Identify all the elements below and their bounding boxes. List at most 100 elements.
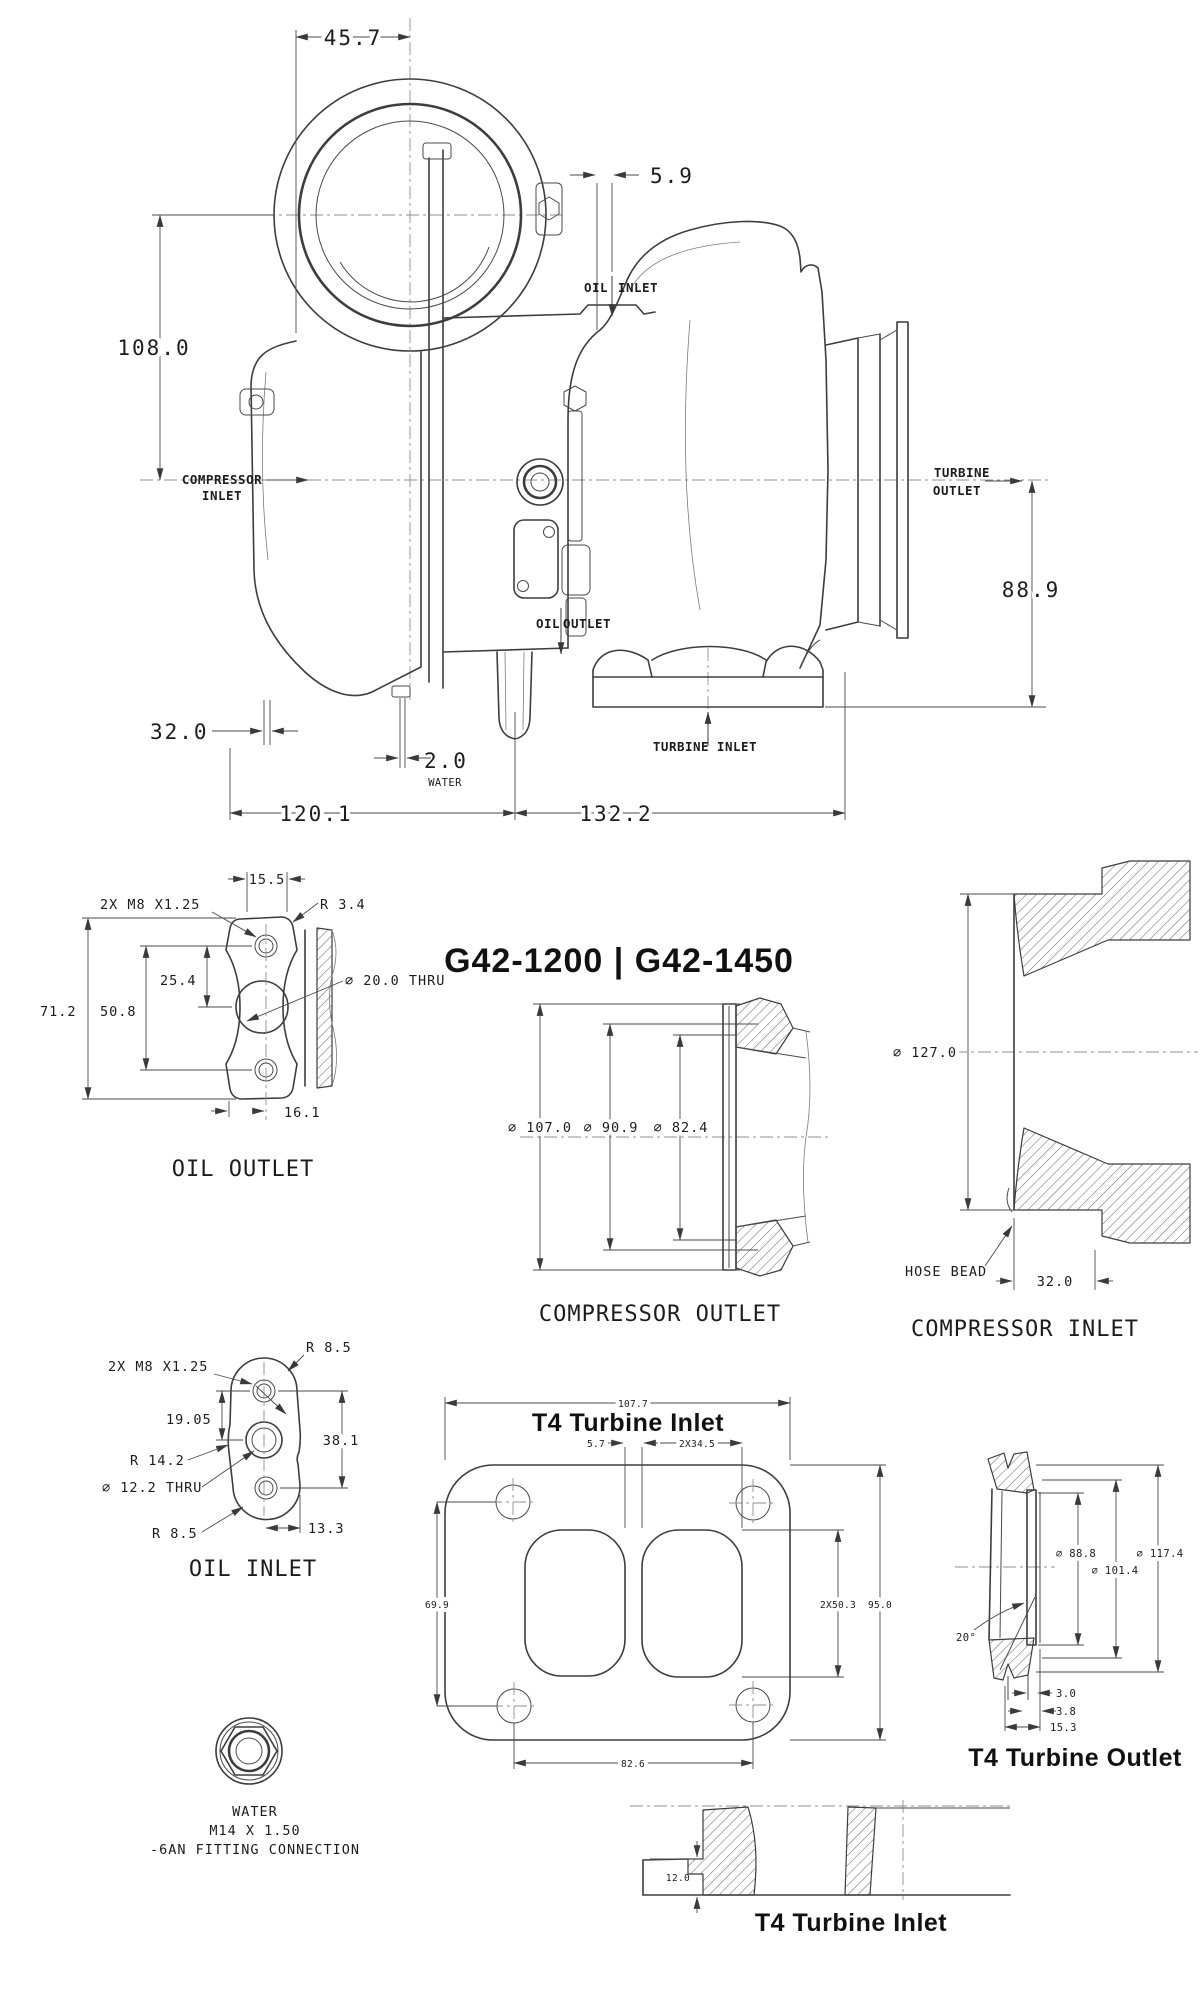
dim-2-0: 2.0 <box>424 749 468 773</box>
dim-t4o-id: ⌀ 88.8 <box>1038 1492 1100 1646</box>
dim-50-8: 50.8 <box>100 1004 137 1020</box>
dim-oi-thread: 2X M8 X1.25 <box>108 1359 208 1375</box>
oil-outlet-callout: OIL OUTLET <box>536 608 611 655</box>
dim-t4o-angle: 20° <box>956 1602 1025 1644</box>
center-housing <box>442 304 656 740</box>
dim-82-4: ⌀ 82.4 <box>654 1120 709 1136</box>
dim-107-7: 107.7 <box>618 1399 648 1410</box>
oil-outlet-view-title: OIL OUTLET <box>172 1157 314 1182</box>
compressor-housing <box>239 78 563 698</box>
comp-inlet-label-2: INLET <box>202 488 242 503</box>
dim-ci-32-0: 32.0 <box>1037 1274 1074 1290</box>
water-note: WATER <box>428 777 462 789</box>
dim-12-2-thru: ⌀ 12.2 THRU <box>102 1480 202 1496</box>
centerlines <box>140 18 1048 714</box>
hose-bead-label: HOSE BEAD <box>905 1264 987 1280</box>
dim-t4o-pilot: ⌀ 101.4 <box>1042 1479 1142 1659</box>
dim-71-2: 71.2 <box>40 1004 77 1020</box>
dim-width-top: 45.7 <box>295 22 411 333</box>
dim-120-1: 120.1 <box>279 802 352 826</box>
oil-inlet-view-title: OIL INLET <box>189 1557 317 1582</box>
turbine-inlet-label-2: INLET <box>717 739 757 754</box>
compressor-outlet-view-title: COMPRESSOR OUTLET <box>539 1302 781 1327</box>
dim-comp-inlet-height: 108.0 <box>113 214 274 481</box>
dim-lengths: 120.1 132.2 <box>229 672 846 830</box>
dim-oi-upper-spacing: 19.05 <box>166 1390 250 1441</box>
oil-inlet-label-2: INLET <box>618 280 658 295</box>
dim-t4i-bolt-horizontal: 82.6 <box>513 1722 754 1774</box>
callout-oi-bore: ⌀ 12.2 THRU <box>102 1450 255 1496</box>
compressor-outlet-view: ⌀ 107.0 ⌀ 90.9 ⌀ 82.4 COMPRESSOR OUTLET <box>504 997 830 1327</box>
dim-ci-od: ⌀ 127.0 <box>889 893 1020 1211</box>
t4-outlet-view-title: T4 Turbine Outlet <box>968 1744 1182 1772</box>
comp-inlet-label-1: COMPRESSOR <box>182 472 262 487</box>
dim-t4o-lips: 3.0 3.8 15.3 <box>1004 1649 1077 1734</box>
dim-t4i-bolt-vertical: 69.9 <box>421 1501 497 1707</box>
dim-oo-bolt-offset: 15.5 <box>228 872 305 912</box>
dim-oo-lower-offset: 16.1 <box>211 1101 321 1121</box>
oil-inlet-view: R 8.5 2X M8 X1.25 19.05 38.1 R 14.2 ⌀ 12… <box>102 1340 362 1582</box>
compressor-inlet-view: ⌀ 127.0 HOSE BEAD 32.0 COMPRESSOR INLET <box>889 860 1198 1342</box>
dim-15-5: 15.5 <box>249 872 286 888</box>
main-side-view: 45.7 5.9 OIL INLET 108.0 COMPRESSOR INLE… <box>113 18 1062 830</box>
oil-outlet-label-1: OIL <box>536 616 560 631</box>
dim-16-1: 16.1 <box>284 1105 321 1121</box>
dim-88-9: 88.9 <box>1002 578 1061 602</box>
dim-oo-height: 71.2 <box>40 917 236 1100</box>
dim-19-05: 19.05 <box>166 1412 212 1428</box>
dim-15-3: 15.3 <box>1050 1722 1077 1734</box>
water-fitting-view: WATER M14 X 1.50 -6AN FITTING CONNECTION <box>150 1717 360 1858</box>
dim-132-2: 132.2 <box>579 802 652 826</box>
t4-inlet-view-title: T4 Turbine Inlet <box>532 1409 724 1437</box>
oil-inlet-label-1: OIL <box>584 280 608 295</box>
dim-t4i-port-height: 2X50.3 <box>742 1529 860 1678</box>
dim-5-7: 5.7 <box>587 1439 605 1450</box>
dim-t4i-width: 107.7 <box>444 1395 791 1460</box>
compressor-inlet-view-title: COMPRESSOR INLET <box>911 1317 1139 1342</box>
oil-outlet-view: 15.5 2X M8 X1.25 R 3.4 25.4 50.8 71.2 <box>40 872 444 1182</box>
dim-20-deg: 20° <box>956 1632 976 1644</box>
dim-69-9: 69.9 <box>425 1600 449 1611</box>
dim-ci-depth: 32.0 <box>996 1218 1113 1290</box>
dim-117-4: ⌀ 117.4 <box>1136 1548 1183 1560</box>
dim-oo-thread: 2X M8 X1.25 <box>100 897 200 913</box>
turbine-outlet-label-1: TURBINE <box>934 465 990 480</box>
dim-r-14-2: R 14.2 <box>130 1453 185 1469</box>
callout-oo-radius: R 3.4 <box>292 897 366 923</box>
dim-t4i-height: 95.0 <box>790 1464 896 1741</box>
dim-13-3: 13.3 <box>308 1521 345 1537</box>
dim-2x50-3: 2X50.3 <box>820 1600 856 1611</box>
dim-3-0: 3.0 <box>1056 1688 1076 1700</box>
dim-108-0: 108.0 <box>117 336 190 360</box>
t4-inlet-profile-view: 12.0 T4 Turbine Inlet <box>630 1800 1011 1937</box>
callout-oi-thread: 2X M8 X1.25 <box>108 1359 287 1415</box>
dim-oi-lower-offset: 13.3 <box>265 1495 345 1537</box>
turbine-inlet-callout: TURBINE INLET <box>653 711 757 754</box>
turbine-inlet-label-1: TURBINE <box>653 739 709 754</box>
callout-oo-bore: ⌀ 20.0 THRU <box>246 973 444 1022</box>
dim-3-8: 3.8 <box>1056 1706 1076 1718</box>
dim-t4p-thickness: 12.0 <box>650 1841 701 1913</box>
callout-oi-top-radius: R 8.5 <box>287 1340 352 1372</box>
dim-88-8: ⌀ 88.8 <box>1056 1548 1096 1560</box>
callout-hose-bead: HOSE BEAD <box>905 1225 1013 1280</box>
dim-oi-r85-top: R 8.5 <box>306 1340 352 1356</box>
dim-t4i-port-width: 2X34.5 <box>660 1435 743 1528</box>
callout-oi-bottom-radius: R 8.5 <box>152 1506 244 1542</box>
water-label-3: -6AN FITTING CONNECTION <box>150 1842 360 1858</box>
dim-5-9: 5.9 <box>650 164 694 188</box>
dim-107-0: ⌀ 107.0 <box>508 1120 572 1136</box>
t4-inlet-profile-title: T4 Turbine Inlet <box>755 1909 947 1937</box>
dim-38-1: 38.1 <box>323 1433 360 1449</box>
dim-45-7: 45.7 <box>324 26 383 50</box>
dim-90-9: ⌀ 90.9 <box>584 1120 639 1136</box>
dim-101-4: ⌀ 101.4 <box>1091 1565 1138 1577</box>
dim-2x34-5: 2X34.5 <box>679 1439 715 1450</box>
dim-turbine-outlet-height: 88.9 <box>825 480 1062 708</box>
dim-r-3-4: R 3.4 <box>320 897 366 913</box>
dim-water-offset: 2.0 WATER <box>374 698 468 789</box>
dim-12-0: 12.0 <box>666 1873 690 1884</box>
dim-82-6: 82.6 <box>621 1759 645 1770</box>
callout-oo-thread: 2X M8 X1.25 <box>100 897 257 938</box>
